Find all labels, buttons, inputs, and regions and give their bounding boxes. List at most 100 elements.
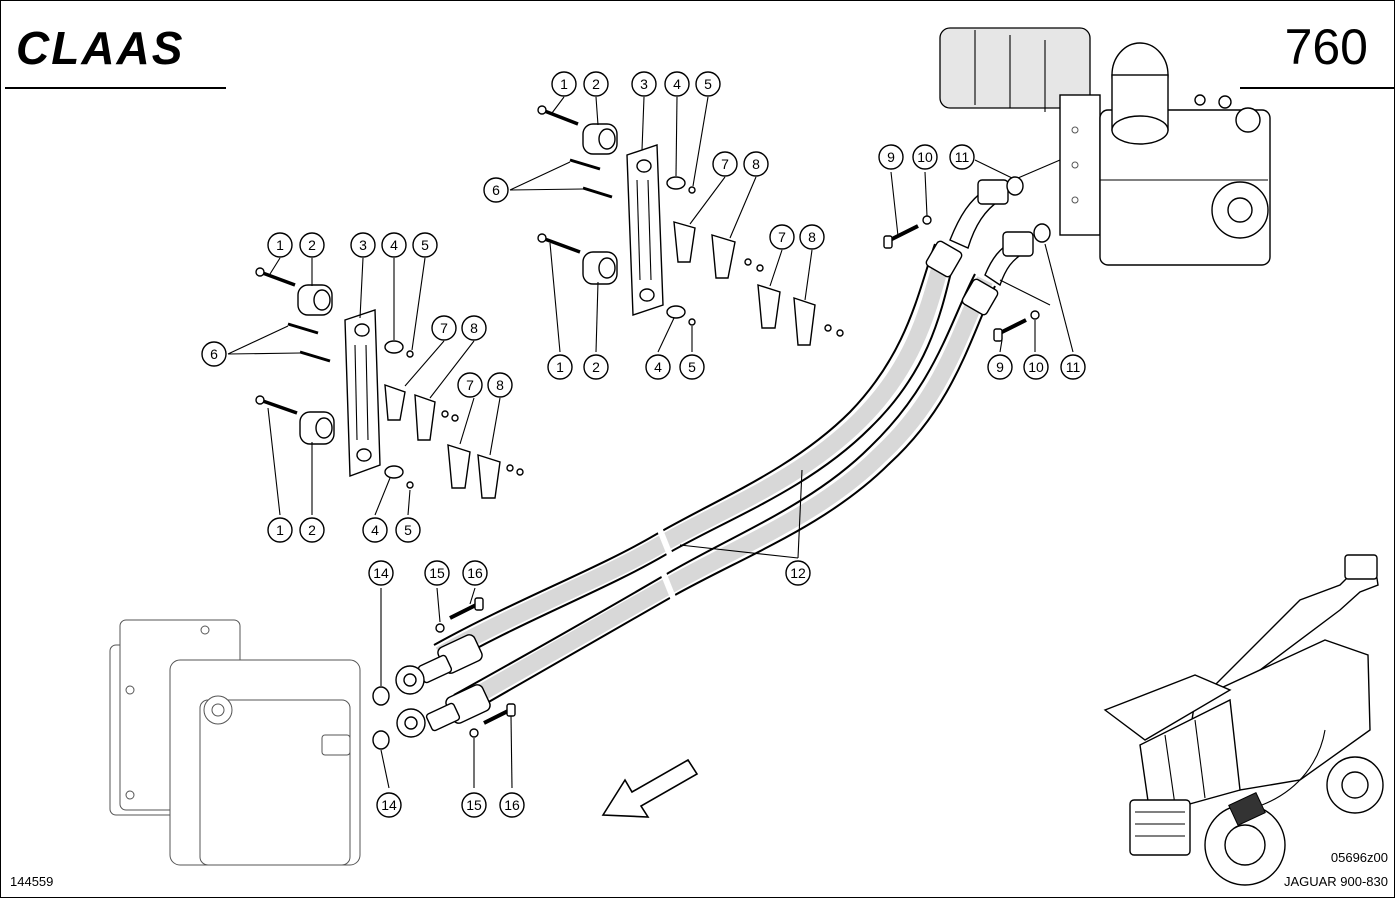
callout-4: 4 [645, 354, 671, 380]
callout-16: 16 [499, 792, 525, 818]
callout-3: 3 [631, 71, 657, 97]
brand-text: CLAAS [16, 22, 184, 74]
svg-text:3: 3 [640, 76, 648, 92]
callout-5: 5 [395, 517, 421, 543]
o-ring-11-lower [1033, 223, 1051, 243]
svg-text:8: 8 [752, 156, 760, 172]
o-ring-14-upper [372, 686, 390, 706]
callout-1: 1 [267, 232, 293, 258]
svg-text:2: 2 [308, 522, 316, 538]
svg-text:16: 16 [467, 565, 483, 581]
callout-14: 14 [376, 792, 402, 818]
bracket-assembly-left [255, 267, 524, 499]
callout-4: 4 [362, 517, 388, 543]
callout-9: 9 [878, 144, 904, 170]
callout-2: 2 [299, 232, 325, 258]
svg-text:8: 8 [808, 229, 816, 245]
svg-text:4: 4 [390, 237, 398, 253]
hydraulic-pump-upper [939, 27, 1271, 266]
callouts: 1 2 3 4 5 6 7 8 7 8 1 2 4 5 1 2 3 4 5 6 … [201, 71, 1086, 818]
svg-text:3: 3 [359, 237, 367, 253]
arrow-down-left-icon [601, 758, 699, 818]
svg-text:7: 7 [721, 156, 729, 172]
svg-text:11: 11 [1066, 359, 1081, 375]
svg-text:1: 1 [276, 237, 284, 253]
callout-8: 8 [743, 151, 769, 177]
callout-7: 7 [769, 224, 795, 250]
callout-4: 4 [381, 232, 407, 258]
callout-7: 7 [712, 151, 738, 177]
callout-6: 6 [483, 177, 509, 203]
callout-10: 10 [912, 144, 938, 170]
svg-text:1: 1 [276, 522, 284, 538]
svg-text:6: 6 [210, 346, 218, 362]
svg-text:9: 9 [887, 149, 895, 165]
callout-15: 15 [461, 792, 487, 818]
svg-text:10: 10 [1028, 359, 1044, 375]
o-ring-11-upper [1006, 176, 1024, 196]
svg-text:1: 1 [556, 359, 564, 375]
svg-text:4: 4 [371, 522, 379, 538]
svg-text:2: 2 [592, 76, 600, 92]
callout-12: 12 [785, 560, 811, 586]
callout-1: 1 [551, 71, 577, 97]
svg-text:7: 7 [466, 377, 474, 393]
svg-text:4: 4 [673, 76, 681, 92]
washer-15-upper [435, 623, 445, 633]
bracket-assembly-right [537, 105, 844, 346]
callout-7: 7 [457, 372, 483, 398]
svg-text:8: 8 [470, 320, 478, 336]
svg-text:2: 2 [308, 237, 316, 253]
brand-logo: CLAAS [5, 22, 226, 89]
svg-text:11: 11 [955, 149, 970, 165]
callout-9: 9 [987, 354, 1013, 380]
screw-9-upper [883, 224, 919, 249]
svg-text:1: 1 [560, 76, 568, 92]
svg-text:15: 15 [466, 797, 482, 813]
hydraulic-hose-lower [453, 273, 996, 716]
svg-text:7: 7 [440, 320, 448, 336]
svg-text:5: 5 [404, 522, 412, 538]
callout-8: 8 [487, 372, 513, 398]
callout-2: 2 [583, 354, 609, 380]
callout-2: 2 [299, 517, 325, 543]
hose-fitting-pump-lower [961, 231, 1034, 316]
hose-fitting-motor-upper [395, 634, 483, 695]
svg-text:8: 8 [496, 377, 504, 393]
screw-16-upper [449, 597, 484, 620]
svg-text:5: 5 [688, 359, 696, 375]
callout-5: 5 [412, 232, 438, 258]
leader-lines [227, 96, 1074, 789]
callout-15: 15 [424, 560, 450, 586]
washer-10-upper [922, 215, 932, 225]
callout-3: 3 [350, 232, 376, 258]
svg-text:12: 12 [790, 565, 806, 581]
callout-10: 10 [1023, 354, 1049, 380]
figure-code: 05696z00 [1331, 850, 1388, 865]
svg-text:9: 9 [996, 359, 1004, 375]
callout-8: 8 [799, 224, 825, 250]
callout-11: 11 [1060, 354, 1086, 380]
callout-7: 7 [431, 315, 457, 341]
o-ring-14-lower [372, 730, 390, 750]
washer-15-lower [469, 728, 479, 738]
model-name: JAGUAR 900-830 [1284, 874, 1388, 889]
svg-text:2: 2 [592, 359, 600, 375]
page-number: 760 [1285, 19, 1368, 75]
svg-text:6: 6 [492, 182, 500, 198]
washer-10-lower [1030, 310, 1040, 320]
hose-fitting-pump-upper [925, 179, 1009, 278]
drawing-id: 144559 [10, 874, 53, 889]
hydraulic-hose-upper [433, 243, 956, 666]
svg-text:14: 14 [373, 565, 389, 581]
svg-text:16: 16 [504, 797, 520, 813]
callout-4: 4 [664, 71, 690, 97]
svg-text:5: 5 [704, 76, 712, 92]
callout-14: 14 [368, 560, 394, 586]
svg-text:4: 4 [654, 359, 662, 375]
callout-11: 11 [949, 144, 975, 170]
callout-6: 6 [201, 341, 227, 367]
svg-text:14: 14 [381, 797, 397, 813]
callout-16: 16 [462, 560, 488, 586]
